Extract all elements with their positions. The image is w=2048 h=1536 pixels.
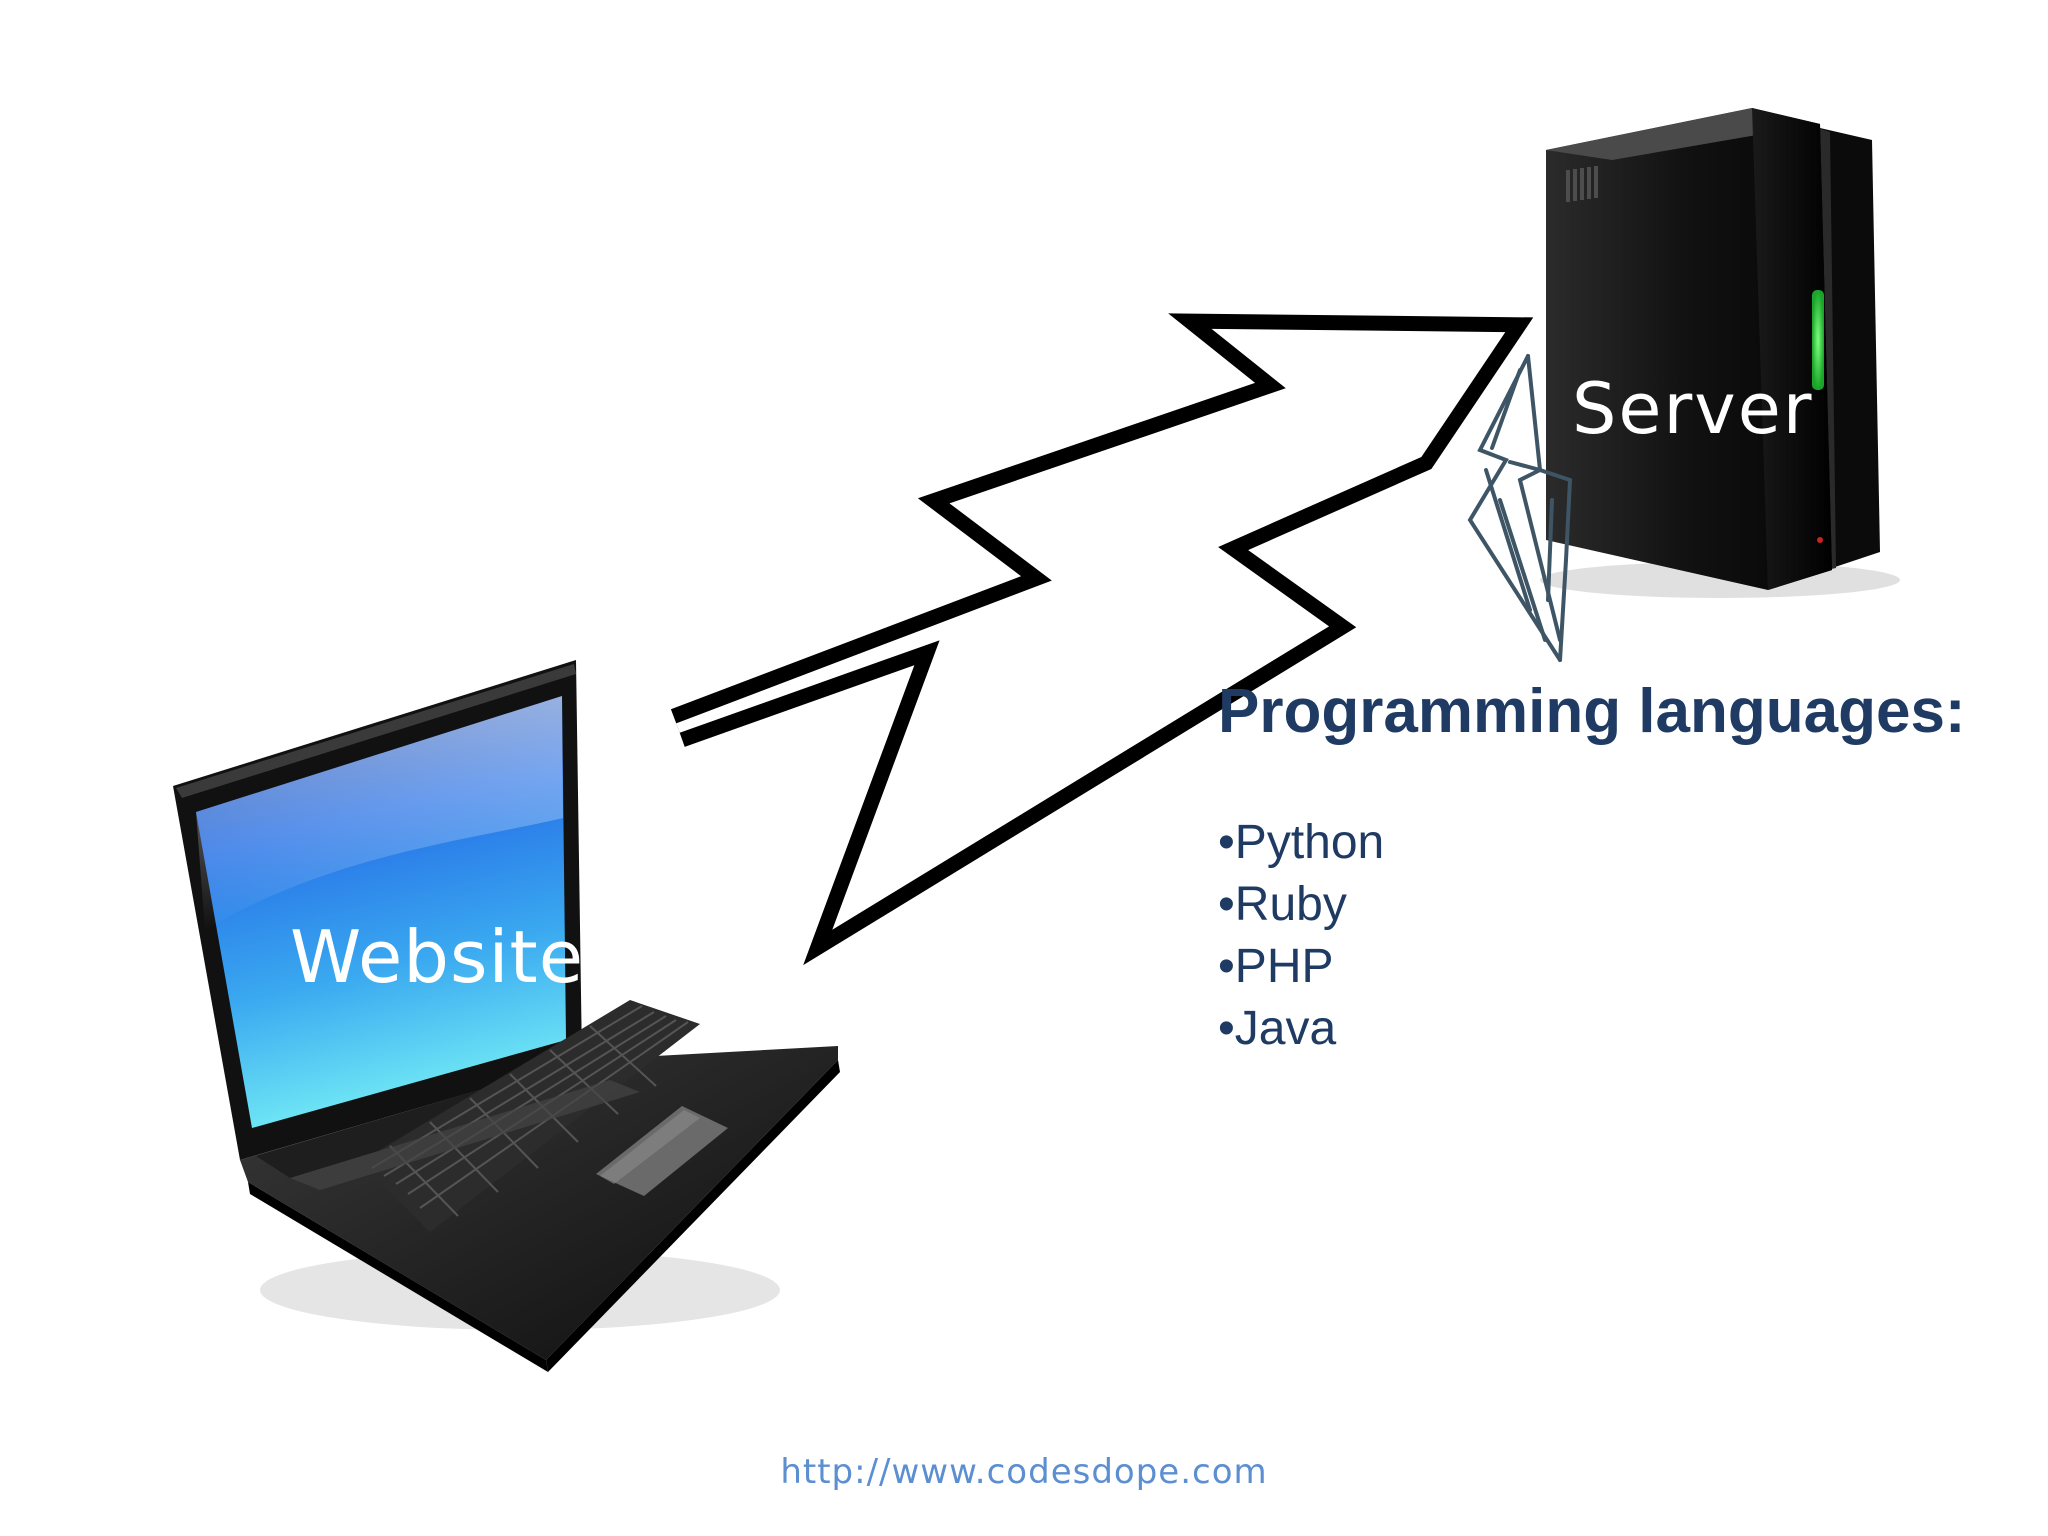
languages-heading: Programming languages:	[1218, 677, 1966, 746]
list-item: •Python	[1218, 816, 1385, 869]
list-item: •PHP	[1218, 940, 1334, 993]
server-label: Server	[1572, 368, 1814, 450]
list-item: •Ruby	[1218, 878, 1347, 931]
server-tower-icon	[1540, 108, 1900, 598]
languages-list: •Python •Ruby •PHP •Java	[1218, 812, 1384, 1060]
client-label: Website	[290, 915, 585, 999]
list-item: •Java	[1218, 1002, 1337, 1055]
hand-drawn-arrow-icon	[1467, 354, 1573, 662]
laptop-icon	[173, 660, 840, 1372]
footer-link[interactable]: http://www.codesdope.com	[780, 1452, 1268, 1492]
zigzag-arrow-icon	[670, 313, 1534, 966]
